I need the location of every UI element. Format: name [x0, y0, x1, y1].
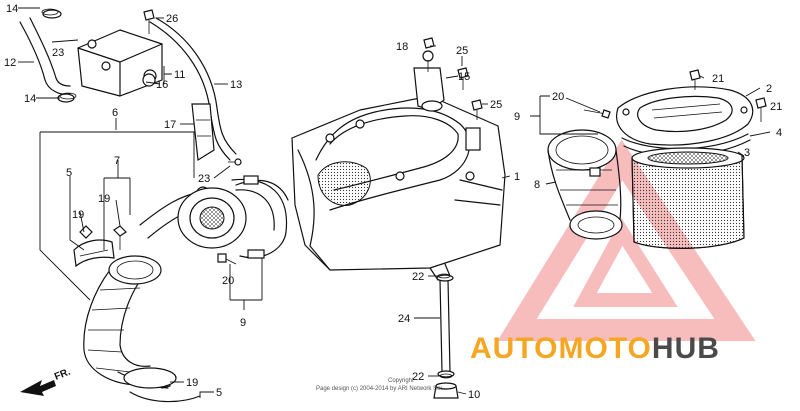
part-10-plug [433, 382, 459, 399]
callout-25-mid: 25 [490, 99, 502, 111]
callout-18: 18 [396, 41, 408, 53]
copyright-notice: Copyright Page design (c) 2004-2014 by A… [316, 378, 447, 392]
callout-23-mid: 23 [198, 173, 210, 185]
part-26-bolt [143, 9, 155, 34]
part-18-screw [423, 37, 435, 49]
callout-17: 17 [164, 119, 176, 131]
callout-9-left: 9 [240, 317, 246, 329]
watermark-part1: AUTOMOTO [470, 332, 652, 365]
part-5-flap [73, 239, 115, 268]
callout-5-bottom: 5 [216, 387, 222, 399]
part-20-screws [217, 109, 611, 265]
callout-1: 1 [514, 171, 520, 183]
callout-26: 26 [166, 13, 178, 25]
callout-16: 16 [156, 79, 168, 91]
part-11-breather-chamber [77, 29, 163, 97]
callout-11: 11 [174, 69, 185, 81]
part-14-clamps [41, 8, 77, 100]
callout-14-bottom: 14 [24, 93, 36, 105]
part-6-intake-tube [139, 178, 288, 259]
part-23-clips [87, 39, 242, 166]
callout-22-bottom: 22 [412, 371, 424, 383]
callout-21-top: 21 [712, 73, 724, 85]
callout-21-right: 21 [770, 101, 782, 113]
callout-2: 2 [766, 83, 772, 95]
callout-24: 24 [398, 313, 410, 325]
callout-14-top: 14 [6, 3, 18, 15]
part-12-hose [19, 9, 75, 103]
part-7-corrugated-duct [83, 255, 201, 403]
callout-9-right: 9 [514, 111, 520, 123]
part-3-filter-element [631, 147, 745, 249]
copyright-line-2: Page design (c) 2004-2014 by ARI Network… [316, 386, 447, 392]
watermark-text: AUTOMOTOHUB [470, 332, 720, 365]
callout-6: 6 [112, 107, 118, 119]
callout-22-top: 22 [412, 271, 424, 283]
part-16-plug [142, 73, 156, 87]
callout-15: 15 [458, 71, 470, 83]
front-direction-arrow: FR. [20, 366, 72, 396]
callout-7: 7 [114, 155, 120, 167]
callout-19-bottom: 19 [186, 377, 198, 389]
part-24-drain-tube [436, 274, 455, 378]
part-8-funnel [547, 129, 623, 240]
callout-10: 10 [468, 389, 480, 401]
part-25-bolts [457, 67, 483, 120]
callout-25-top: 25 [456, 45, 468, 57]
callout-4: 4 [776, 127, 782, 139]
part-9-clamp-left [235, 175, 289, 259]
callout-20-left: 20 [222, 275, 234, 287]
copyright-line-1: Copyright [388, 378, 414, 384]
leader-lines [18, 7, 771, 398]
callout-3: 3 [744, 147, 750, 159]
callout-13: 13 [230, 79, 242, 91]
callout-20-right: 20 [552, 91, 564, 103]
callout-12: 12 [4, 57, 16, 69]
fr-label: FR. [53, 366, 72, 382]
callout-labels: 14 23 12 14 26 11 16 13 6 17 7 23 5 19 1… [4, 3, 782, 401]
callout-5-top: 5 [66, 167, 72, 179]
callout-23-top: 23 [52, 47, 64, 59]
callout-19-left: 19 [98, 193, 110, 205]
callout-19-mid: 19 [72, 209, 84, 221]
part-17-clip [191, 103, 215, 162]
watermark-part2: HUB [652, 332, 720, 365]
part-15-bracket [413, 50, 445, 112]
part-2-cover [616, 86, 754, 146]
callout-8: 8 [534, 179, 540, 191]
svg-text:AUTOMOTOHUB: AUTOMOTOHUB [470, 332, 720, 365]
part-1-air-cleaner-case [291, 95, 506, 281]
